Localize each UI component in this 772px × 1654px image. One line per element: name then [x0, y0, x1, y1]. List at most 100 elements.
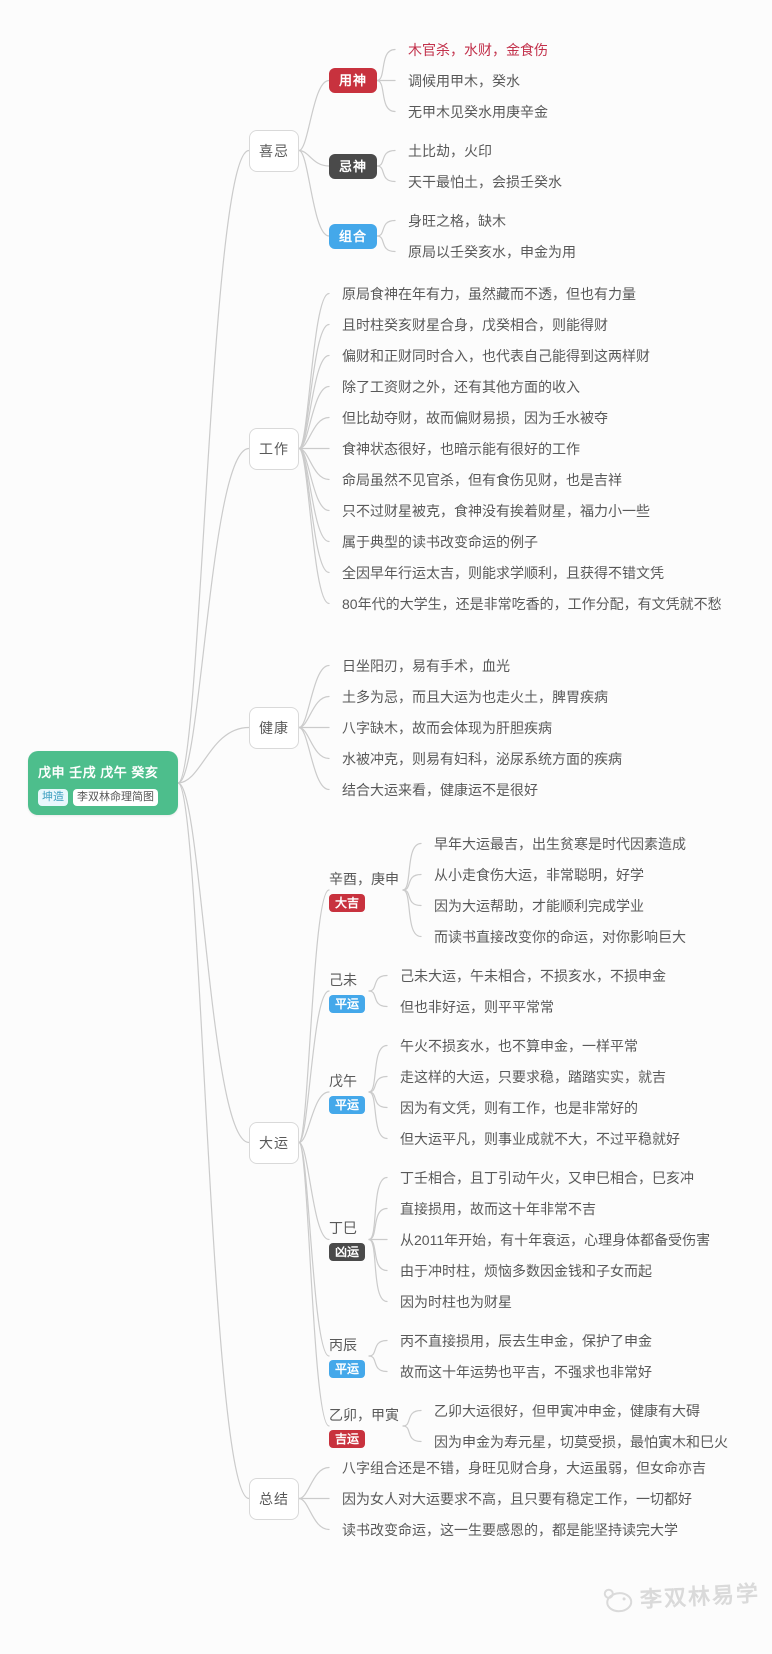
leaf-node[interactable]: 走这样的大运，只要求稳，踏踏实实，就吉	[400, 1068, 667, 1085]
leaves-column: 木官杀，水财，金食伤调候用甲木，癸水无甲木见癸水用庚辛金	[395, 34, 548, 127]
leaves-column: 己未大运，午未相合，不损亥水，不损申金但也非好运，则平平常常	[387, 960, 666, 1022]
leaves-column: 丙不直接损用，辰去生申金，保护了申金故而这十年运势也平吉，不强求也非常好	[387, 1325, 652, 1387]
watermark: 李双林易学	[599, 1576, 761, 1616]
leaf-node[interactable]: 无甲木见癸水用庚辛金	[408, 103, 549, 120]
leaf-node[interactable]: 但大运平凡，则事业成就不大，不过平稳就好	[400, 1130, 681, 1147]
subgroup: 忌神土比劫，火印天干最怕土，会损壬癸水	[329, 135, 576, 197]
watermark-text: 李双林易学	[639, 1580, 761, 1613]
subgroup: 乙卯，甲寅吉运乙卯大运很好，但甲寅冲申金，健康有大碍因为申金为寿元星，切莫受损，…	[329, 1395, 728, 1457]
leaves-column: 土比劫，火印天干最怕土，会损壬癸水	[395, 135, 562, 197]
branch-node-summary[interactable]: 总结	[249, 1477, 299, 1520]
branch-group-luck-cycles: 大运辛酉，庚申大吉早年大运最吉，出生贫寒是时代因素造成从小走食伤大运，非常聪明，…	[249, 824, 728, 1461]
leaf-node[interactable]: 八字组合还是不错，身旺见财合身，大运虽弱，但女命亦吉	[342, 1459, 706, 1476]
luck-rating-badge: 大吉	[329, 893, 366, 912]
leaf-node[interactable]: 因为时柱也为财星	[400, 1293, 513, 1310]
leaf-node[interactable]: 命局虽然不见官杀，但有食伤见财，也是吉祥	[342, 471, 622, 488]
leaf-node[interactable]: 水被冲克，则易有妇科，泌尿系统方面的疾病	[342, 750, 622, 767]
branch-group-health: 健康日坐阳刃，易有手术，血光土多为忌，而且大运为也走火土，脾胃疾病八字缺木，故而…	[249, 650, 622, 805]
leaf-node[interactable]: 由于冲时柱，烦恼多数因金钱和子女而起	[400, 1262, 653, 1279]
leaf-node[interactable]: 除了工资财之外，还有其他方面的收入	[342, 378, 580, 395]
leaf-node[interactable]: 天干最怕土，会损壬癸水	[408, 173, 563, 190]
subnode[interactable]: 乙卯，甲寅吉运	[329, 1405, 403, 1448]
leaf-node[interactable]: 因为大运帮助，才能顺利完成学业	[434, 897, 644, 914]
leaf-node[interactable]: 原局以壬癸亥水，申金为用	[408, 243, 577, 260]
subnode[interactable]: 丙辰平运	[329, 1335, 369, 1378]
leaf-node[interactable]: 午火不损亥水，也不算申金，一样平常	[400, 1037, 639, 1054]
subgroup: 辛酉，庚申大吉早年大运最吉，出生贫寒是时代因素造成从小走食伤大运，非常聪明，好学…	[329, 828, 728, 952]
subnode[interactable]: 忌神	[329, 153, 378, 179]
subnode[interactable]: 丁巳凶运	[329, 1218, 369, 1261]
branch-group-career: 工作原局食神在年有力，虽然藏而不透，但也有力量且时柱癸亥财星合身，戊癸相合，则能…	[249, 278, 722, 619]
subgroup: 用神木官杀，水财，金食伤调候用甲木，癸水无甲木见癸水用庚辛金	[329, 34, 576, 127]
branch-group-favorable-unfavorable: 喜忌用神木官杀，水财，金食伤调候用甲木，癸水无甲木见癸水用庚辛金忌神土比劫，火印…	[249, 30, 576, 271]
leaf-node[interactable]: 己未大运，午未相合，不损亥水，不损申金	[400, 967, 667, 984]
root-node[interactable]: 戊申 壬戌 戊午 癸亥 坤造 李双林命理简图	[28, 751, 178, 815]
leaf-node[interactable]: 直接损用，故而这十年非常不吉	[400, 1200, 597, 1217]
subnode-label: 乙卯，甲寅	[329, 1406, 399, 1423]
leaf-node[interactable]: 读书改变命运，这一生要感恩的，都是能坚持读完大学	[342, 1521, 678, 1538]
root-tags: 坤造 李双林命理简图	[38, 789, 168, 806]
children-favorable-unfavorable: 用神木官杀，水财，金食伤调候用甲木，癸水无甲木见癸水用庚辛金忌神土比劫，火印天干…	[329, 30, 576, 271]
branch-node-health[interactable]: 健康	[249, 706, 299, 749]
children-career: 原局食神在年有力，虽然藏而不透，但也有力量且时柱癸亥财星合身，戊癸相合，则能得财…	[329, 278, 722, 619]
leaf-node[interactable]: 土多为忌，而且大运为也走火土，脾胃疾病	[342, 688, 608, 705]
subnode[interactable]: 辛酉，庚申大吉	[329, 869, 403, 912]
leaf-node[interactable]: 属于典型的读书改变命运的例子	[342, 533, 538, 550]
subnode[interactable]: 戊午平运	[329, 1071, 369, 1114]
leaf-node[interactable]: 从2011年开始，有十年衰运，心理身体都备受伤害	[400, 1231, 711, 1248]
subnode[interactable]: 己未平运	[329, 970, 369, 1013]
leaf-node[interactable]: 但比劫夺财，故而偏财易损，因为壬水被夺	[342, 409, 608, 426]
leaf-node[interactable]: 丁壬相合，且丁引动午火，又申巳相合，巳亥冲	[400, 1169, 695, 1186]
leaf-node[interactable]: 全因早年行运太吉，则能求学顺利，且获得不错文凭	[342, 564, 664, 581]
leaf-node[interactable]: 因为女人对大运要求不高，且只要有稳定工作，一切都好	[342, 1490, 692, 1507]
leaf-node[interactable]: 食神状态很好，也暗示能有很好的工作	[342, 440, 580, 457]
leaf-node[interactable]: 故而这十年运势也平吉，不强求也非常好	[400, 1363, 653, 1380]
leaf-node[interactable]: 但也非好运，则平平常常	[400, 998, 555, 1015]
children-summary: 八字组合还是不错，身旺见财合身，大运虽弱，但女命亦吉因为女人对大运要求不高，且只…	[329, 1452, 706, 1545]
luck-rating-badge: 平运	[329, 994, 366, 1013]
leaf-node[interactable]: 只不过财星被克，食神没有挨着财星，福力小一些	[342, 502, 650, 519]
leaf-node[interactable]: 偏财和正财同时合入，也代表自己能得到这两样财	[342, 347, 650, 364]
leaf-node[interactable]: 且时柱癸亥财星合身，戊癸相合，则能得财	[342, 316, 608, 333]
luck-rating-badge: 凶运	[329, 1243, 366, 1261]
leaf-node[interactable]: 而读书直接改变你的命运，对你影响巨大	[434, 928, 686, 945]
leaves-column: 午火不损亥水，也不算申金，一样平常走这样的大运，只要求稳，踏踏实实，就吉因为有文…	[387, 1030, 680, 1154]
leaf-node[interactable]: 因为申金为寿元星，切莫受损，最怕寅木和巳火	[434, 1433, 728, 1450]
leaf-node[interactable]: 土比劫，火印	[408, 142, 493, 159]
leaf-node[interactable]: 因为有文凭，则有工作，也是非常好的	[400, 1099, 639, 1116]
leaf-node[interactable]: 早年大运最吉，出生贫寒是时代因素造成	[434, 835, 686, 852]
subnode[interactable]: 组合	[329, 223, 378, 249]
children-health: 日坐阳刃，易有手术，血光土多为忌，而且大运为也走火土，脾胃疾病八字缺木，故而会体…	[329, 650, 622, 805]
gender-tag: 坤造	[38, 789, 68, 806]
leaves-column: 早年大运最吉，出生贫寒是时代因素造成从小走食伤大运，非常聪明，好学因为大运帮助，…	[421, 828, 686, 952]
leaf-node[interactable]: 木官杀，水财，金食伤	[408, 41, 549, 58]
leaves-column: 乙卯大运很好，但甲寅冲申金，健康有大碍因为申金为寿元星，切莫受损，最怕寅木和巳火	[421, 1395, 728, 1457]
leaf-node[interactable]: 八字缺木，故而会体现为肝胆疾病	[342, 719, 552, 736]
leaf-node[interactable]: 从小走食伤大运，非常聪明，好学	[434, 866, 644, 883]
branch-node-career[interactable]: 工作	[249, 427, 299, 470]
leaf-node[interactable]: 丙不直接损用，辰去生申金，保护了申金	[400, 1332, 653, 1349]
subnode-label: 丁巳	[329, 1220, 357, 1236]
leaf-node[interactable]: 原局食神在年有力，虽然藏而不透，但也有力量	[342, 285, 636, 302]
luck-rating-badge: 平运	[329, 1095, 366, 1114]
leaf-node[interactable]: 80年代的大学生，还是非常吃香的，工作分配，有文凭就不愁	[342, 595, 722, 612]
children-luck-cycles: 辛酉，庚申大吉早年大运最吉，出生贫寒是时代因素造成从小走食伤大运，非常聪明，好学…	[329, 824, 728, 1461]
leaf-node[interactable]: 身旺之格，缺木	[408, 212, 507, 229]
watermark-logo-icon	[603, 1588, 633, 1613]
leaves-column: 丁壬相合，且丁引动午火，又申巳相合，巳亥冲直接损用，故而这十年非常不吉从2011…	[387, 1162, 710, 1317]
branch-node-favorable-unfavorable[interactable]: 喜忌	[249, 129, 299, 172]
subgroup: 丙辰平运丙不直接损用，辰去生申金，保护了申金故而这十年运势也平吉，不强求也非常好	[329, 1325, 728, 1387]
leaf-node[interactable]: 调候用甲木，癸水	[408, 72, 521, 89]
root-title: 戊申 壬戌 戊午 癸亥	[38, 765, 159, 780]
subgroup: 丁巳凶运丁壬相合，且丁引动午火，又申巳相合，巳亥冲直接损用，故而这十年非常不吉从…	[329, 1162, 728, 1317]
chart-title-tag: 李双林命理简图	[73, 789, 158, 806]
subnode-label: 辛酉，庚申	[329, 870, 399, 887]
subgroup: 组合 身旺之格，缺木原局以壬癸亥水，申金为用	[329, 205, 576, 267]
branch-node-luck-cycles[interactable]: 大运	[249, 1121, 299, 1164]
leaf-node[interactable]: 乙卯大运很好，但甲寅冲申金，健康有大碍	[434, 1402, 700, 1419]
leaf-node[interactable]: 日坐阳刃，易有手术，血光	[342, 657, 510, 674]
subnode[interactable]: 用神	[329, 68, 378, 93]
leaf-node[interactable]: 结合大运来看，健康运不是很好	[342, 781, 538, 798]
